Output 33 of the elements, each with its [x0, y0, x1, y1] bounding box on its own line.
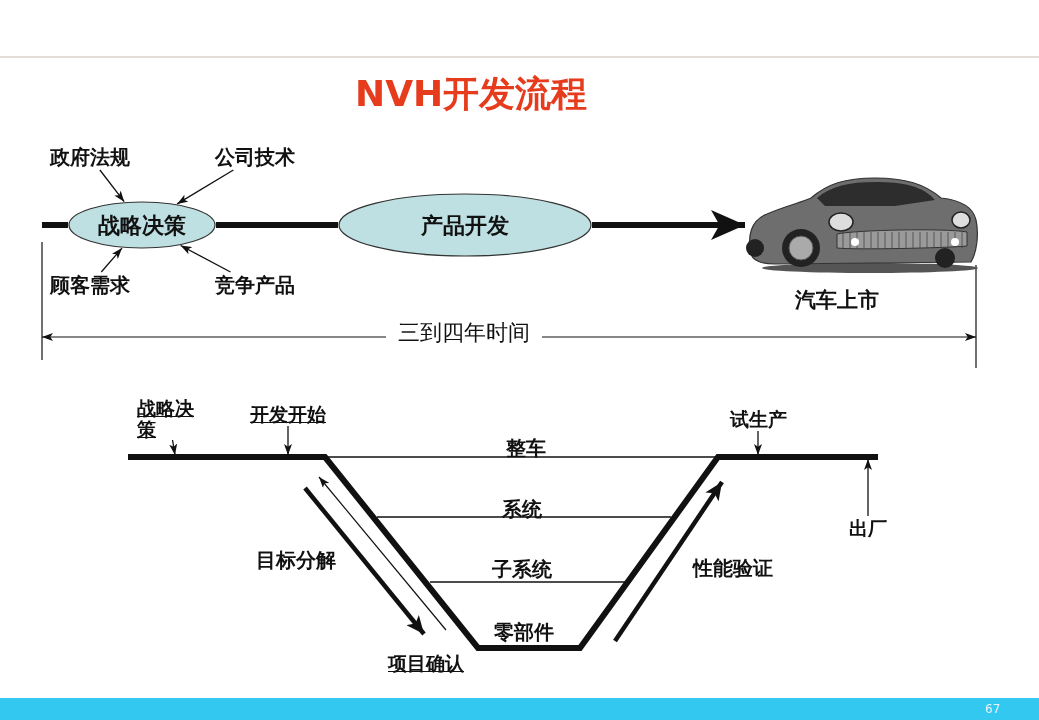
arrow — [592, 210, 745, 240]
input-label: 顾客需求 — [50, 273, 130, 297]
level-label: 零部件 — [494, 620, 554, 644]
level-label: 系统 — [502, 497, 542, 521]
input-label: 公司技术 — [215, 145, 295, 169]
milestone-label: 出厂 — [849, 516, 887, 540]
title: NVH开发流程 — [355, 72, 588, 116]
phase-label: 目标分解 — [256, 548, 336, 572]
milestone-label: 开发开始 — [250, 403, 326, 425]
arrow — [176, 169, 235, 205]
leader-line — [754, 430, 762, 456]
leader-line — [284, 425, 292, 456]
milestone-label: 试生产 — [729, 407, 787, 431]
milestone-label: 战略决策 — [137, 398, 195, 440]
leader-line — [864, 458, 872, 517]
arrow — [99, 169, 125, 203]
node-label: 汽车上市 — [795, 288, 879, 312]
input-label: 政府法规 — [50, 145, 130, 169]
arrow — [179, 244, 232, 273]
dimension-label: 三到四年时间 — [386, 321, 542, 345]
ellipse-label: 战略决策 — [98, 213, 186, 237]
ellipse-label: 产品开发 — [421, 213, 509, 237]
input-label: 竞争产品 — [215, 273, 295, 297]
level-label: 整车 — [506, 436, 546, 460]
connector-line — [216, 222, 338, 228]
connector-line — [42, 222, 68, 228]
arrow — [100, 247, 123, 273]
milestone-label: 项目确认 — [388, 651, 464, 675]
level-label: 子系统 — [492, 557, 552, 581]
phase-label: 性能验证 — [693, 556, 773, 580]
page-number: 67 — [985, 702, 1001, 716]
car-drawing — [745, 176, 979, 274]
leader-line — [169, 439, 178, 456]
